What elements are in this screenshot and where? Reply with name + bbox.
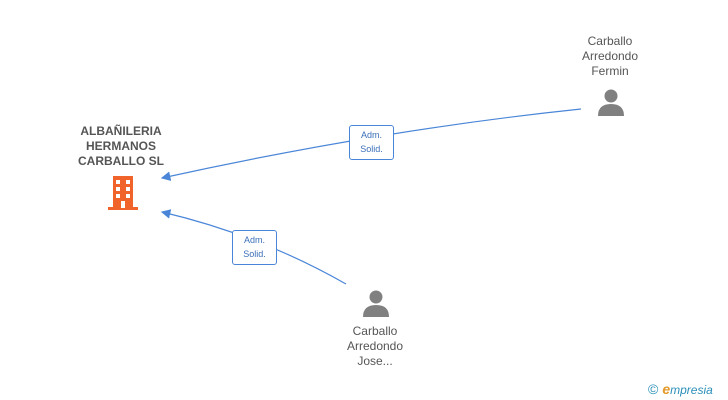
company-name-line: HERMANOS <box>85 139 156 153</box>
company-name[interactable]: ALBAÑILERIA HERMANOS CARBALLO SL <box>60 124 182 169</box>
company-name-line: ALBAÑILERIA <box>80 124 162 138</box>
person-name-fermin[interactable]: Carballo Arredondo Fermin <box>555 34 665 79</box>
copyright-icon: © <box>648 381 659 397</box>
person-name-line: Arredondo <box>581 49 639 63</box>
brand-footer[interactable]: © empresia <box>648 380 713 398</box>
relation-label-line: Solid. <box>360 144 383 154</box>
brand-name: mpresia <box>670 383 713 397</box>
relation-label-line: Adm. <box>243 235 265 245</box>
brand-initial: e <box>662 381 671 397</box>
person-icon[interactable] <box>597 88 625 116</box>
person-name-line: Jose... <box>357 354 393 368</box>
person-name-line: Carballo <box>352 324 398 338</box>
relation-label-line: Solid. <box>243 249 266 259</box>
person-name-jose[interactable]: Carballo Arredondo Jose... <box>320 324 430 369</box>
brand-logo: empresia <box>662 381 712 397</box>
company-name-line: CARBALLO SL <box>78 154 164 168</box>
person-name-line: Arredondo <box>346 339 404 353</box>
person-name-line: Carballo <box>587 34 633 48</box>
relation-label-fermin[interactable]: Adm. Solid. <box>349 125 394 160</box>
person-name-line: Fermin <box>591 64 629 78</box>
relation-label-jose[interactable]: Adm. Solid. <box>232 230 277 265</box>
relation-label-line: Adm. <box>360 130 382 140</box>
person-icon[interactable] <box>362 289 390 317</box>
building-icon[interactable] <box>107 176 139 210</box>
